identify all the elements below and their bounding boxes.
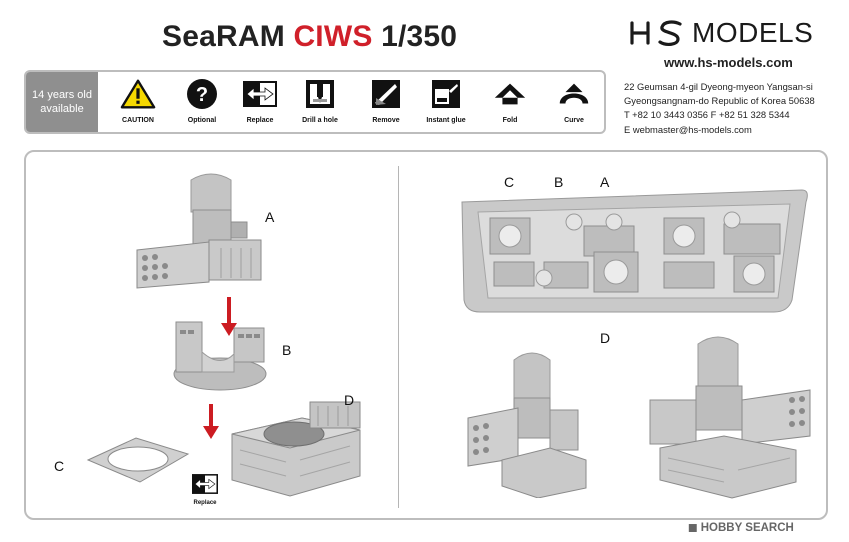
fold-arrow-icon <box>494 83 526 105</box>
sprue-label-a: A <box>600 174 610 190</box>
website-link[interactable]: www.hs-models.com <box>664 55 793 70</box>
legend-curve-label: Curve <box>564 117 584 124</box>
legend-remove-label: Remove <box>372 117 400 124</box>
legend-replace: Replace <box>228 78 292 124</box>
assembly-label-a: A <box>265 209 275 225</box>
question-circle-icon: ? <box>187 79 217 109</box>
address-line1: 22 Geumsan 4-gil Dyeong-myeon Yangsan-si <box>624 81 813 92</box>
replace-note-label: Replace <box>193 500 217 506</box>
part-c-ring <box>86 437 190 483</box>
sprue-label-d: D <box>600 330 611 346</box>
legend-caution: CAUTION <box>106 78 170 124</box>
instruction-panel: A B D C Replace <box>24 150 828 520</box>
age-rating-line2: available <box>40 103 84 115</box>
replace-arrows-icon <box>243 81 277 107</box>
legend-caution-label: CAUTION <box>122 117 154 124</box>
brand-name: MODELS <box>692 17 814 48</box>
age-rating: 14 years old available <box>26 72 98 132</box>
title-scale: 1/350 <box>372 20 458 53</box>
remove-knife-icon <box>372 80 400 108</box>
page-title: SeaRAM CIWS 1/350 <box>162 20 457 54</box>
address-email: E webmaster@hs-models.com <box>624 123 752 135</box>
legend-drill-label: Drill a hole <box>302 117 338 124</box>
finished-model-view-left <box>467 352 587 498</box>
watermark-icon: ◼ <box>688 522 701 534</box>
legend-fold: Fold <box>478 78 542 124</box>
assembly-label-d: D <box>344 392 355 408</box>
svg-text:?: ? <box>196 84 208 106</box>
watermark: ◼ HOBBY SEARCH <box>688 520 794 534</box>
watermark-text: HOBBY SEARCH <box>700 522 794 534</box>
part-a-launcher <box>136 173 262 289</box>
replace-arrows-icon <box>192 474 218 494</box>
age-rating-line1: 14 years old <box>32 89 92 101</box>
legend-remove: Remove <box>354 78 418 124</box>
hs-logo-icon <box>630 20 682 46</box>
legend-glue-label: Instant glue <box>426 117 466 124</box>
curve-arrow-icon <box>559 83 589 104</box>
company-address: 22 Geumsan 4-gil Dyeong-myeon Yangsan-si… <box>624 80 815 137</box>
legend-fold-label: Fold <box>502 117 518 124</box>
replace-note: Replace <box>190 474 220 506</box>
assembly-arrow-2 <box>203 404 219 439</box>
sprue-label-b: B <box>554 174 564 190</box>
panel-divider <box>398 166 399 508</box>
title-ciws: CIWS <box>293 20 373 53</box>
symbol-legend: 14 years old available CAUTION ? Optiona… <box>24 70 606 134</box>
legend-replace-label: Replace <box>246 117 274 124</box>
legend-glue: Instant glue <box>414 78 478 124</box>
part-d-base <box>231 401 361 497</box>
legend-optional: ? Optional <box>170 78 234 124</box>
legend-optional-label: Optional <box>187 117 217 124</box>
address-line2: Gyeongsangnam-do Republic of Korea 50638 <box>624 95 815 107</box>
glue-icon <box>432 80 460 108</box>
address-phone-fax: T +82 10 3443 0356 F +82 51 328 5344 <box>624 109 790 121</box>
sprue-label-c: C <box>504 174 515 190</box>
part-b-mount <box>173 321 267 391</box>
assembly-arrow-1 <box>221 297 237 336</box>
caution-triangle-icon <box>120 79 156 109</box>
finished-model-view-right <box>649 336 811 499</box>
title-product: SeaRAM <box>162 20 294 53</box>
drill-icon <box>306 80 334 108</box>
assembly-label-b: B <box>282 342 292 358</box>
legend-curve: Curve <box>542 78 604 124</box>
assembly-label-c: C <box>54 458 65 474</box>
legend-drill: Drill a hole <box>288 78 352 124</box>
sprue-frame <box>461 189 808 313</box>
brand-logo: MODELS <box>628 15 828 51</box>
